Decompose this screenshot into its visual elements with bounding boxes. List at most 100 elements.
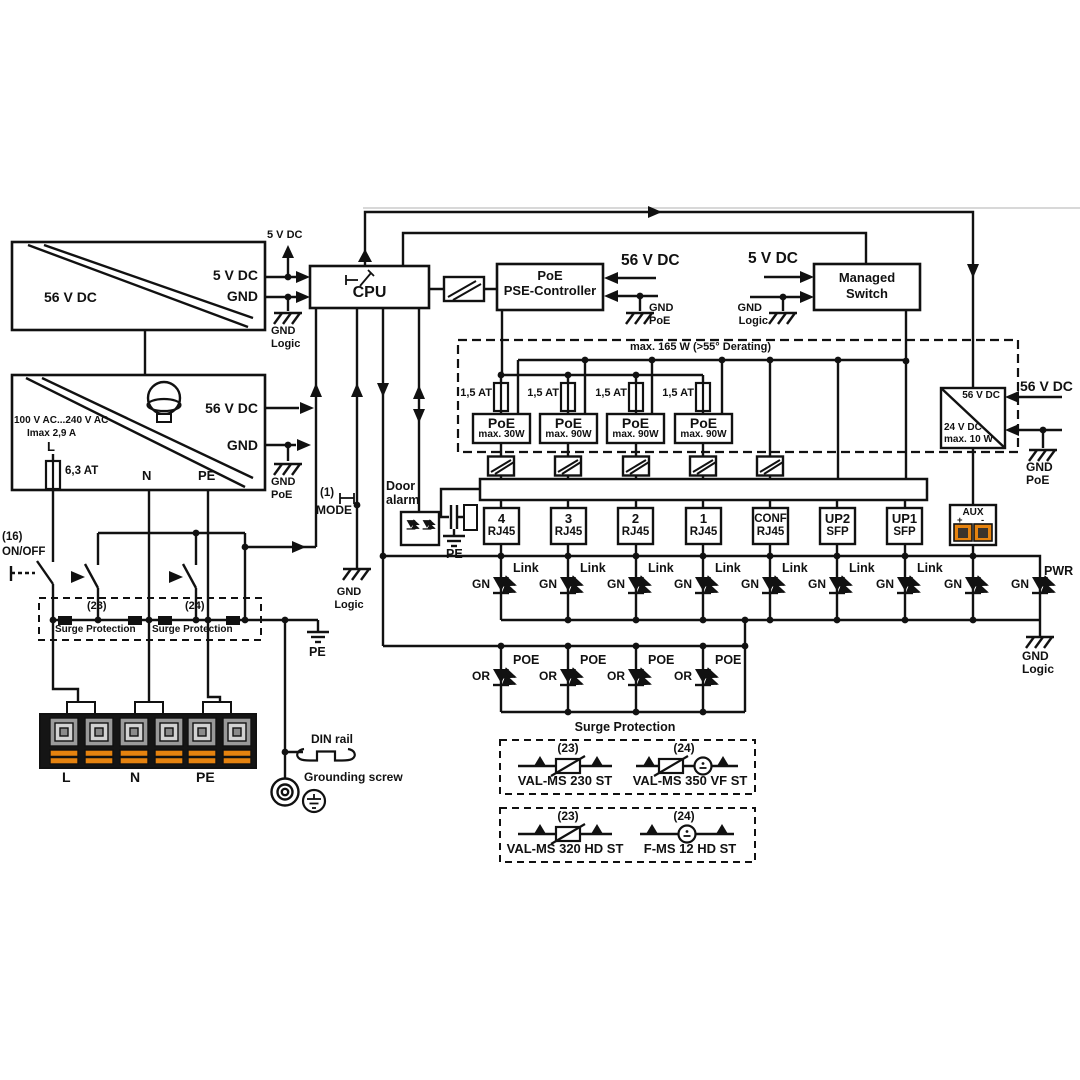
legend-item-num: (23) <box>557 741 579 755</box>
aux-plus: + <box>957 515 963 526</box>
derating-label: max. 165 W (>55° Derating) <box>630 341 772 353</box>
fuse-label: 1,5 AT <box>662 387 694 399</box>
legend-item-name: VAL-MS 320 HD ST <box>506 841 624 856</box>
led-icon <box>628 669 650 685</box>
isolation-icon <box>553 455 583 477</box>
fuse-icon <box>44 459 62 491</box>
psu-bottom-box <box>10 373 267 492</box>
fuse-label: 1,5 AT <box>595 387 627 399</box>
port-label: 2 <box>631 511 640 526</box>
led-icon <box>560 577 582 593</box>
poe-module-boxes <box>471 412 734 445</box>
aux-minus: - <box>981 515 985 526</box>
terminal-l: L <box>62 769 71 785</box>
transformer-icon <box>146 380 182 423</box>
link-led-label: Link <box>917 561 943 575</box>
led-icon <box>829 577 851 593</box>
cpu-box <box>308 264 431 310</box>
grounding-screw-icon <box>270 777 300 807</box>
mode-button-icon <box>339 493 355 504</box>
port-type: SFP <box>826 526 849 538</box>
fuse-icon <box>492 381 510 413</box>
psu-top-out-gnd: GND <box>226 288 258 304</box>
gn-label: GN <box>674 577 692 591</box>
fuse-6-3at-label: 6,3 AT <box>65 465 99 477</box>
link-led-label: Link <box>782 561 808 575</box>
onoff-num: (16) <box>2 531 23 543</box>
led-icon <box>493 669 515 685</box>
gnd-logic-label: Logic <box>1022 662 1054 676</box>
earth-pe-icon <box>441 534 467 548</box>
poe-module-sub: max. 90W <box>612 429 659 440</box>
led-icon <box>762 577 784 593</box>
link-led-label: Link <box>648 561 674 575</box>
port-label: 3 <box>564 511 573 526</box>
or-label: OR <box>539 669 557 683</box>
flow-arrows <box>71 206 1019 583</box>
input-n-label: N <box>142 468 152 483</box>
din-rail-icon <box>296 747 356 762</box>
junction-dots <box>49 273 1047 756</box>
converter-power-label: max. 10 W <box>944 434 993 445</box>
gn-label: GN <box>741 577 759 591</box>
legend-title: Surge Protection <box>574 720 676 734</box>
termination-component <box>463 504 478 531</box>
rail-5v-label: 5 V DC <box>267 229 303 241</box>
aux-terminal <box>948 503 998 547</box>
port-label: 4 <box>497 511 506 526</box>
poe-module-sub: max. 30W <box>478 429 525 440</box>
poe-module-title: PoE <box>487 415 516 431</box>
gn-label: GN <box>808 577 826 591</box>
fuse-icon <box>559 381 577 413</box>
legend-item-num: (23) <box>557 809 579 823</box>
reset-switch-icon <box>345 269 375 287</box>
or-label: OR <box>472 669 490 683</box>
gnd-logic-label: Logic <box>271 338 301 350</box>
gnd-poe-label: GND <box>271 476 296 488</box>
isolation-icon <box>486 455 516 477</box>
cpu-label: CPU <box>352 284 387 301</box>
port-type: RJ45 <box>689 526 718 538</box>
led-icon <box>560 669 582 685</box>
psu-imax: Imax 2,9 A <box>27 428 77 439</box>
gn-label: GN <box>1011 577 1029 591</box>
pwr-led-label: PWR <box>1044 564 1074 578</box>
port-label: UP2 <box>824 511 851 526</box>
terminal-block <box>39 701 257 769</box>
surge-pe-label: PE <box>309 645 326 659</box>
surge24-num: (24) <box>185 600 205 612</box>
managed-switch-box <box>812 262 922 312</box>
led-icon <box>965 577 987 593</box>
gnd-poe-label: PoE <box>271 489 293 501</box>
surge-protection-dashed-box <box>38 597 262 641</box>
link-led-label: Link <box>849 561 875 575</box>
port-type: RJ45 <box>756 526 785 538</box>
isolation-icon <box>621 455 651 477</box>
ground-icon <box>1024 635 1056 650</box>
gnd-logic-label: GND <box>336 586 362 598</box>
input-l-label: L <box>47 439 55 454</box>
fuse-label: 1,5 AT <box>460 387 492 399</box>
switch-title: Managed <box>838 270 896 285</box>
gnd-logic-label: Logic <box>738 315 768 327</box>
optocoupler-icon <box>442 275 486 303</box>
poe-led-label: POE <box>513 653 540 667</box>
port-label: CONF <box>754 513 787 525</box>
led-icon <box>897 577 919 593</box>
gnd-logic-label: GND <box>1022 649 1049 663</box>
mode-num: (1) <box>320 487 335 499</box>
psu-top-out-5v: 5 V DC <box>212 267 258 283</box>
psu-input-range: 100 V AC...240 V AC <box>14 415 109 426</box>
legend-item-name: VAL-MS 230 ST <box>517 773 613 788</box>
led-icon <box>493 577 515 593</box>
port-type: RJ45 <box>554 526 583 538</box>
gn-label: GN <box>876 577 894 591</box>
din-rail-label: DIN rail <box>311 732 354 746</box>
poe-module-sub: max. 90W <box>545 429 592 440</box>
ground-icon <box>272 462 304 477</box>
port-boxes <box>482 506 924 546</box>
or-label: OR <box>607 669 625 683</box>
poe-module-sub: max. 90W <box>680 429 727 440</box>
led-icon <box>695 669 717 685</box>
